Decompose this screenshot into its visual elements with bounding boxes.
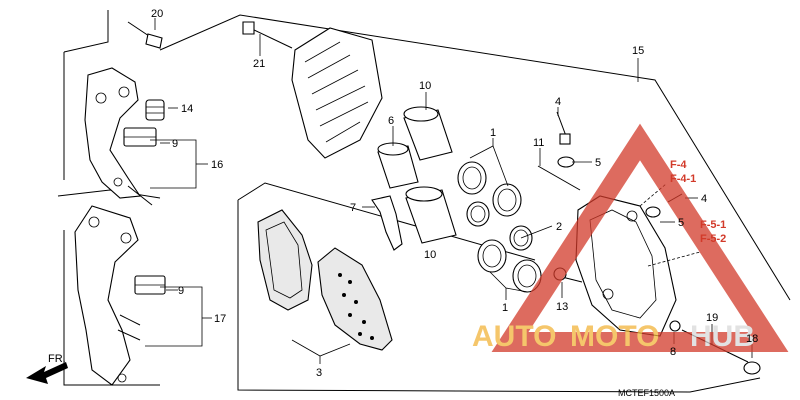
callout-20: 20	[151, 8, 163, 20]
callout-5-upper: 5	[595, 157, 601, 169]
watermark-part-1: AUTO	[472, 320, 556, 353]
callout-16: 16	[211, 159, 223, 171]
callout-19: 19	[706, 312, 718, 324]
callout-9-upper: 9	[172, 138, 178, 150]
seals	[457, 161, 542, 293]
callout-10-upper: 10	[419, 80, 431, 92]
callout-1-upper: 1	[490, 127, 496, 139]
front-label: FR.	[48, 353, 66, 365]
ref-f4-1: F-4-1	[670, 173, 696, 185]
watermark-part-3: HUB	[690, 320, 755, 353]
callout-4-right: 4	[701, 193, 707, 205]
ref-f4: F-4	[670, 159, 687, 171]
watermark-part-2: MOTO	[570, 320, 659, 353]
callout-5-right: 5	[678, 217, 684, 229]
reference-labels: F-4 F-4-1 F-5-1 F-5-2	[670, 159, 726, 245]
callout-8: 8	[670, 346, 676, 358]
piston-small	[377, 142, 419, 189]
ref-f5-1: F-5-1	[700, 219, 726, 231]
caliper-cover	[242, 21, 383, 159]
piston-upper	[403, 106, 453, 161]
callout-17: 17	[214, 313, 226, 325]
bleeder-parts	[537, 111, 683, 218]
callout-4-upper: 4	[555, 96, 561, 108]
callout-10-lower: 10	[424, 249, 436, 261]
callout-7: 7	[350, 202, 356, 214]
callout-9-lower: 9	[178, 285, 184, 297]
watermark-logo: AUTO MOTO HUB	[472, 123, 789, 353]
callout-2: 2	[556, 221, 562, 233]
pad-spring	[371, 195, 403, 251]
callout-6: 6	[388, 115, 394, 127]
diagram-code: MCTEF1500A	[618, 388, 675, 398]
callout-21: 21	[253, 58, 265, 70]
brake-pads	[257, 209, 393, 351]
ref-f5-2: F-5-2	[700, 233, 726, 245]
callout-1-lower: 1	[502, 302, 508, 314]
bolt-20	[127, 21, 163, 49]
piston-lower	[405, 186, 457, 244]
leader-lines	[145, 18, 753, 364]
callout-18: 18	[746, 333, 758, 345]
callout-3: 3	[316, 367, 322, 379]
callout-11: 11	[533, 137, 544, 149]
lower-bracket	[74, 205, 166, 386]
caliper-body	[575, 195, 677, 337]
callout-14: 14	[181, 103, 193, 115]
callout-15: 15	[632, 45, 644, 57]
callout-labels: 20 21 14 9 16 9 17 10 6 7 10 1 2 1 3 15 …	[151, 8, 758, 379]
callout-13: 13	[556, 301, 568, 313]
front-arrow: FR.	[26, 353, 68, 384]
upper-bracket	[84, 67, 165, 206]
frame-lines	[57, 10, 791, 393]
